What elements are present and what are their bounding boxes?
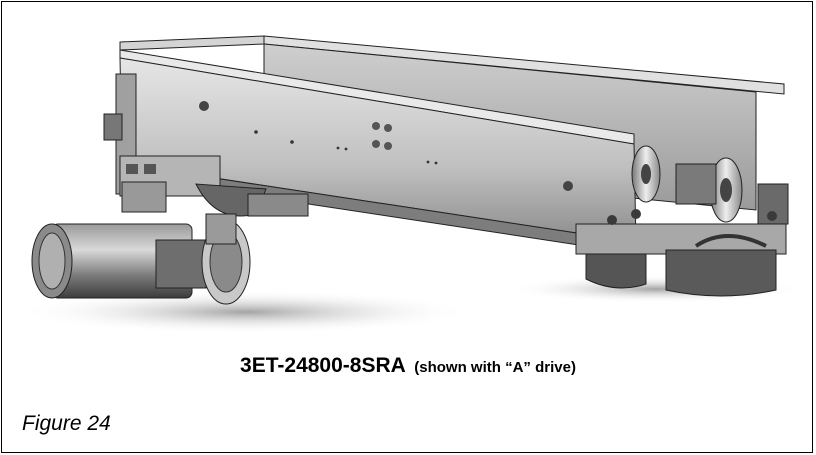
figure-label: Figure 24 bbox=[22, 412, 111, 435]
part-number: 3ET-24800-8SRA bbox=[240, 354, 406, 377]
left-end-truck bbox=[103, 73, 309, 217]
right-wheel-assembly bbox=[575, 145, 789, 297]
floor-shadow bbox=[16, 290, 476, 334]
drive-motor bbox=[31, 213, 251, 305]
trolley-assembly-render bbox=[16, 35, 804, 334]
figure-caption: 3ET-24800-8SRA (shown with “A” drive) bbox=[2, 354, 814, 378]
caption-note: (shown with “A” drive) bbox=[414, 359, 576, 376]
